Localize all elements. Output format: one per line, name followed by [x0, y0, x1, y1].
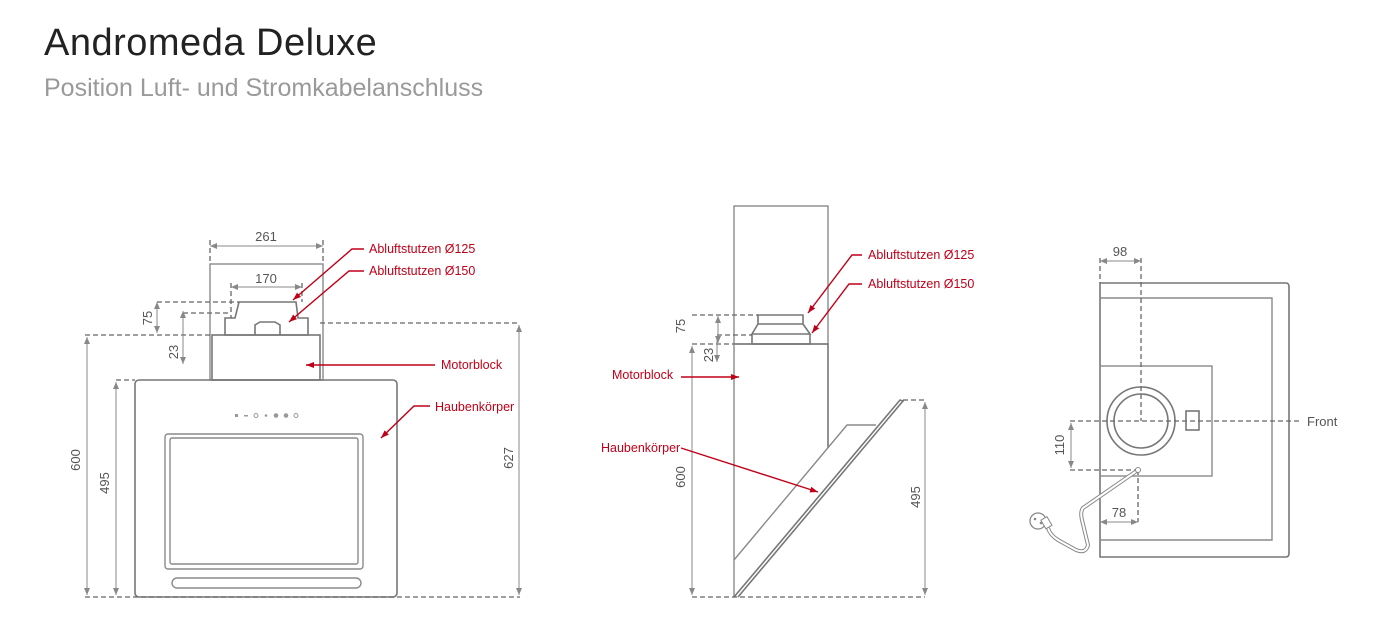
- side-view: 75 23 600 495 Abluftstutzen Ø125 Ablufts…: [601, 205, 974, 598]
- label-motorblock: Motorblock: [441, 358, 503, 372]
- exhaust-stutzen: [750, 314, 812, 345]
- dim-627: 627: [501, 447, 516, 469]
- page-subtitle: Position Luft- und Stromkabelanschluss: [44, 74, 484, 102]
- motor-block: [211, 334, 321, 381]
- dim-23: 23: [166, 345, 181, 359]
- label-stutzen-125: Abluftstutzen Ø125: [369, 242, 475, 256]
- label-stutzen-150: Abluftstutzen Ø150: [369, 264, 475, 278]
- dim-75: 75: [140, 311, 155, 325]
- label-motorblock: Motorblock: [612, 368, 674, 382]
- dim-78: 78: [1112, 505, 1126, 520]
- motor-block: [734, 343, 829, 448]
- dim-600: 600: [68, 449, 83, 471]
- dim-495: 495: [908, 486, 923, 508]
- stutzen-bracket: [254, 321, 281, 335]
- control-buttons: [235, 413, 299, 418]
- hood-window-inner: [169, 437, 359, 565]
- page-title: Andromeda Deluxe: [44, 22, 378, 64]
- label-stutzen-125: Abluftstutzen Ø125: [868, 248, 974, 262]
- top-view: 98 110 78 Front: [1029, 244, 1338, 558]
- label-front: Front: [1307, 414, 1338, 429]
- dim-75: 75: [673, 319, 688, 333]
- dim-261: 261: [255, 229, 277, 244]
- dim-495: 495: [97, 472, 112, 494]
- hood-outline: [1099, 282, 1290, 558]
- hood-glass: [733, 399, 905, 598]
- hood-handle-bar: [171, 577, 362, 589]
- dim-600: 600: [673, 466, 688, 488]
- dim-170: 170: [255, 271, 277, 286]
- label-haubenkoerper: Haubenkörper: [435, 400, 514, 414]
- dim-23: 23: [701, 348, 716, 362]
- power-cable-icon: [1029, 467, 1141, 554]
- dim-110: 110: [1052, 435, 1067, 456]
- label-haubenkoerper: Haubenkörper: [601, 441, 680, 455]
- dim-98: 98: [1113, 244, 1127, 259]
- motor-block: [1099, 365, 1213, 477]
- hood-inner: [733, 424, 876, 561]
- hood-window-outer: [164, 433, 364, 570]
- front-view: 261 170 75 23 600 495 627 Abluftstutzen …: [68, 229, 522, 598]
- label-stutzen-150: Abluftstutzen Ø150: [868, 277, 974, 291]
- exhaust-stutzen: [224, 301, 309, 336]
